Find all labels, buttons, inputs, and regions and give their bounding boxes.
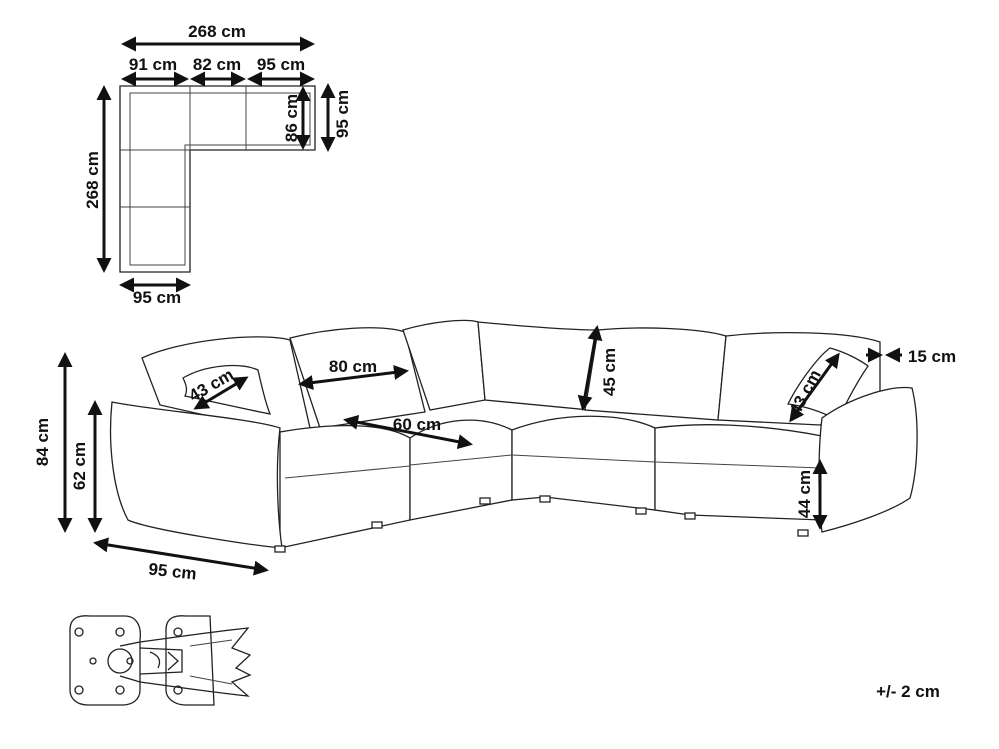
tolerance-label: +/- 2 cm xyxy=(876,682,940,701)
label-seg1: 91 cm xyxy=(129,55,177,74)
dimension-arrow-seat-depth xyxy=(343,414,473,450)
dimension-arrow-pillow-left xyxy=(193,376,249,410)
top-view-diagram: 268 cm 91 cm 82 cm 95 cm 268 cm 86 cm 95… xyxy=(83,22,352,307)
label-inner-depth: 86 cm xyxy=(282,94,301,142)
label-outer-depth: 95 cm xyxy=(333,90,352,138)
label-seat-height: 44 cm xyxy=(795,470,814,518)
label-depth: 95 cm xyxy=(148,560,198,584)
dimension-arrow-back-height xyxy=(577,325,603,411)
label-arm-height: 62 cm xyxy=(70,442,89,490)
label-seg2: 82 cm xyxy=(193,55,241,74)
label-seg3: 95 cm xyxy=(257,55,305,74)
dimension-arrow-pillow-right xyxy=(789,352,840,423)
connector-bracket-detail xyxy=(69,615,252,706)
label-arm-width: 15 cm xyxy=(908,347,956,366)
dimension-arrow-depth xyxy=(93,537,269,576)
label-top-total-depth: 268 cm xyxy=(83,151,102,209)
label-seat-depth: 60 cm xyxy=(393,415,441,434)
label-back-width: 80 cm xyxy=(329,357,377,376)
label-back-height: 45 cm xyxy=(600,348,619,396)
label-height-total: 84 cm xyxy=(33,418,52,466)
dimension-arrow-back-width xyxy=(298,365,409,390)
label-top-total-width: 268 cm xyxy=(188,22,246,41)
label-bottom-width: 95 cm xyxy=(133,288,181,307)
